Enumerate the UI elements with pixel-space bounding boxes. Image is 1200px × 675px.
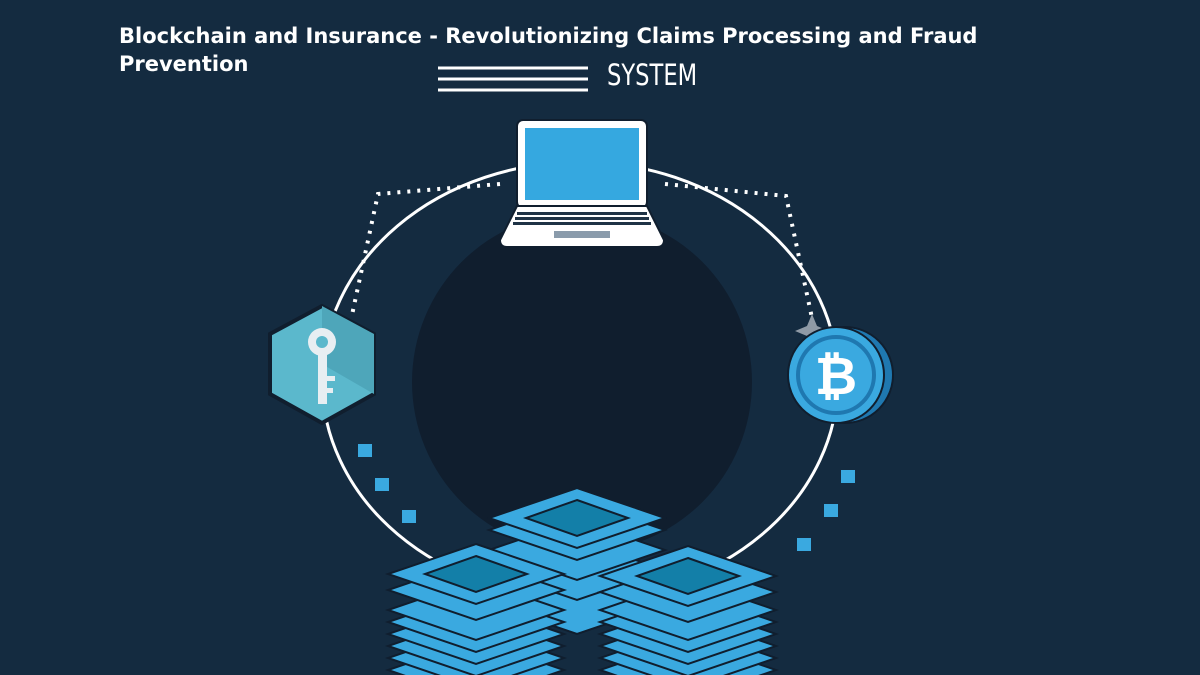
key-icon <box>270 306 374 423</box>
laptop-icon <box>500 120 664 247</box>
svg-text:₿: ₿ <box>815 347 857 407</box>
server-stack-icon <box>388 488 776 675</box>
bitcoin-icon: ₿ <box>788 314 893 423</box>
system-label: SYSTEM <box>607 58 697 92</box>
